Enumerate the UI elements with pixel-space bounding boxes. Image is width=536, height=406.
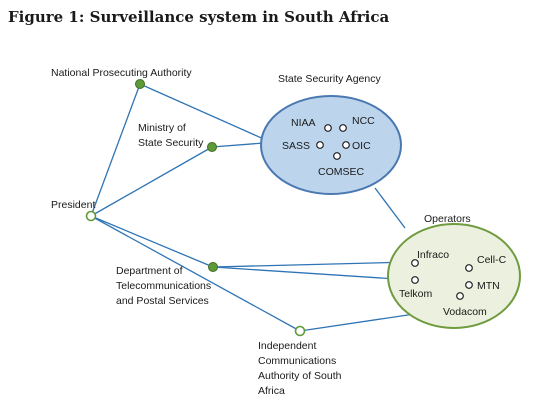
dtps-label-line-3: and Postal Services: [116, 295, 209, 307]
edge-ssa-operators: [374, 187, 406, 229]
ssa-comsec-label: COMSEC: [318, 166, 365, 178]
ssa-comsec-marker: [333, 152, 341, 160]
operators-ellipse: [387, 223, 521, 329]
edge-dtps-infraco: [212, 261, 413, 268]
operator-mtn-marker: [465, 281, 473, 289]
edge-npa-ssa: [139, 83, 267, 141]
ssa-niaa-label: NIAA: [291, 117, 316, 129]
operator-vodacom-marker: [456, 292, 464, 300]
figure-title: Figure 1: Surveillance system in South A…: [8, 8, 389, 26]
operator-infraco-marker: [411, 259, 419, 267]
actor-national-prosecuting-authority: National Prosecuting Authority: [51, 67, 192, 89]
edge-icasa-operators: [299, 311, 429, 332]
operator-mtn-label: MTN: [477, 280, 500, 292]
ssa-sass-label: SASS: [282, 140, 310, 152]
edge-president-icasa: [90, 215, 301, 332]
operator-cellc-label: Cell-C: [477, 254, 507, 266]
edge-dtps-telkom: [212, 266, 413, 281]
ministry-label-line-1: Ministry of: [138, 122, 186, 134]
operators-group: Operators Infraco Cell-C Telkom MTN Voda…: [387, 213, 521, 329]
icasa-label-line-1: Independent: [258, 340, 316, 352]
operator-vodacom-label: Vodacom: [443, 306, 487, 318]
ssa-title: State Security Agency: [278, 73, 381, 85]
icasa-label-line-4: Africa: [258, 385, 285, 397]
operator-telkom-marker: [411, 276, 419, 284]
ssa-oic-label: OIC: [352, 140, 371, 152]
edge-president-ministry: [90, 146, 213, 217]
dtps-label-line-1: Department of: [116, 265, 183, 277]
edge-ministry-ssa: [211, 142, 265, 148]
ministry-label-line-2: State Security: [138, 137, 204, 149]
ssa-niaa-marker: [324, 124, 332, 132]
president-label: President: [51, 199, 95, 211]
icasa-node: [294, 325, 306, 337]
ssa-ellipse: [260, 95, 402, 195]
edge-president-npa: [90, 83, 141, 217]
edges: [90, 83, 429, 332]
icasa-label-line-2: Communications: [258, 355, 336, 367]
operator-cellc-marker: [465, 264, 473, 272]
actor-president: President: [51, 199, 97, 222]
actor-dtps: Department of Telecommunications and Pos…: [116, 262, 218, 307]
state-security-agency-group: State Security Agency NIAA NCC SASS OIC …: [260, 73, 402, 195]
edge-president-dtps: [90, 215, 214, 268]
ssa-ncc-marker: [339, 124, 347, 132]
actor-ministry-of-state-security: Ministry of State Security: [138, 122, 217, 152]
operator-infraco-label: Infraco: [417, 249, 449, 261]
icasa-label-line-3: Authority of South: [258, 370, 342, 382]
president-node: [85, 210, 97, 222]
npa-label: National Prosecuting Authority: [51, 67, 192, 79]
dtps-node: [208, 262, 218, 272]
ssa-ncc-label: NCC: [352, 115, 375, 127]
operator-telkom-label: Telkom: [399, 288, 433, 300]
operators-title: Operators: [424, 213, 471, 225]
ssa-sass-marker: [316, 141, 324, 149]
ssa-oic-marker: [342, 141, 350, 149]
actor-icasa: Independent Communications Authority of …: [258, 325, 342, 397]
ministry-node: [207, 142, 217, 152]
dtps-label-line-2: Telecommunications: [116, 280, 211, 292]
npa-node: [135, 79, 145, 89]
